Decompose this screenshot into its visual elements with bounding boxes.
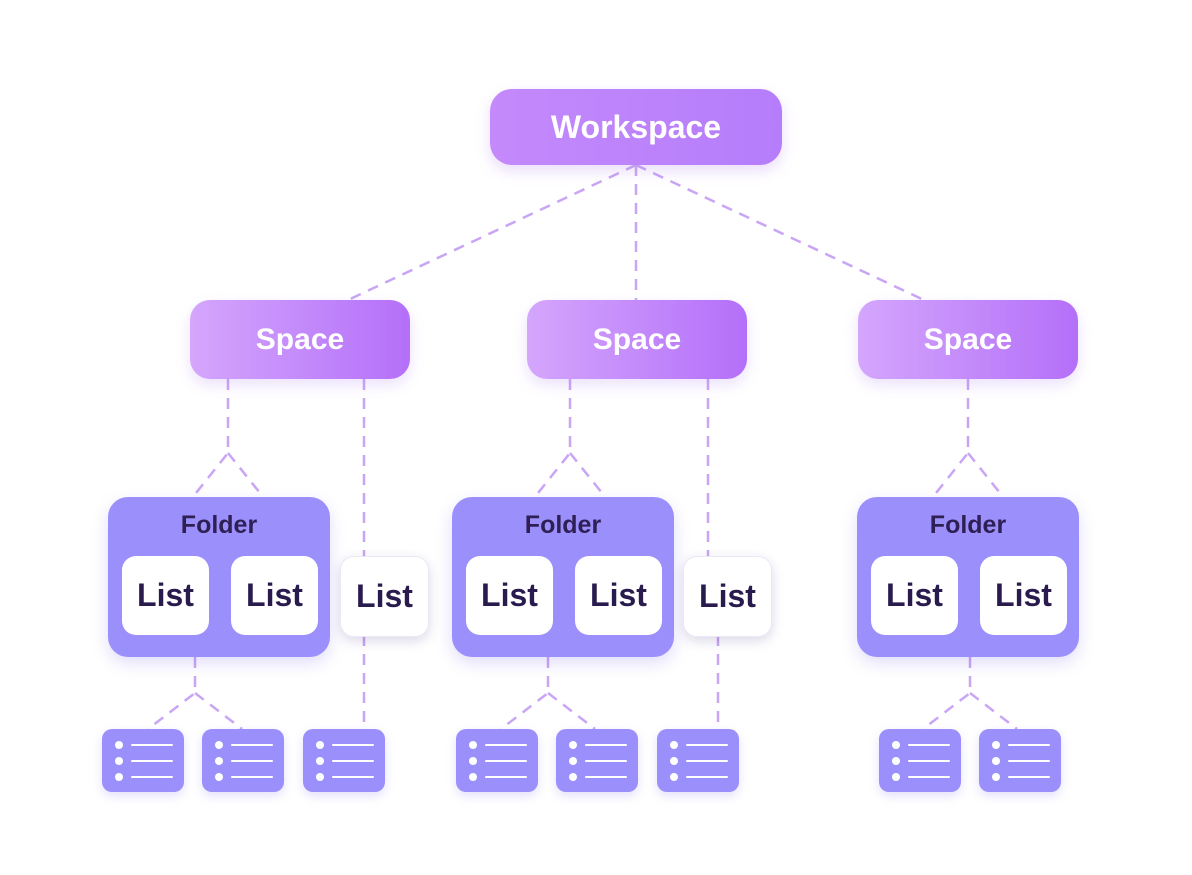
folder-node-1: Folder List List	[108, 497, 330, 657]
bulleted-list-icon	[657, 729, 739, 792]
list-card: List	[980, 556, 1067, 635]
bulleted-list-icon	[202, 729, 284, 792]
bulleted-list-icon	[879, 729, 961, 792]
connector-workspace-space-1	[347, 163, 637, 302]
list-card: List	[122, 556, 209, 635]
list-card: List	[575, 556, 662, 635]
folder-node-2: Folder List List	[452, 497, 674, 657]
connector-space-2-folder	[537, 379, 572, 494]
connector-folder-2-tasks	[500, 657, 550, 730]
folder-node-3: Folder List List	[857, 497, 1079, 657]
list-card: List	[871, 556, 958, 635]
bulleted-list-icon	[102, 729, 184, 792]
bulleted-list-icon	[303, 729, 385, 792]
space-node-1: Space	[190, 300, 410, 379]
workspace-node: Workspace	[490, 89, 782, 165]
connector-space-1-folder	[195, 379, 230, 494]
bulleted-list-icon	[556, 729, 638, 792]
standalone-list-card-2: List	[683, 556, 772, 637]
connector-folder-3-tasks	[922, 657, 972, 730]
standalone-list-card-1: List	[340, 556, 429, 637]
folder-title: Folder	[180, 511, 258, 539]
connector-workspace-space-3	[635, 163, 925, 302]
folder-title: Folder	[524, 511, 602, 539]
folder-title: Folder	[929, 511, 1007, 539]
space-node-3: Space	[858, 300, 1078, 379]
list-card: List	[231, 556, 318, 635]
connector-space-3-folder	[935, 379, 970, 494]
connector-folder-1-tasks	[147, 657, 197, 730]
bulleted-list-icon	[456, 729, 538, 792]
space-node-2: Space	[527, 300, 747, 379]
list-card: List	[466, 556, 553, 635]
bulleted-list-icon	[979, 729, 1061, 792]
